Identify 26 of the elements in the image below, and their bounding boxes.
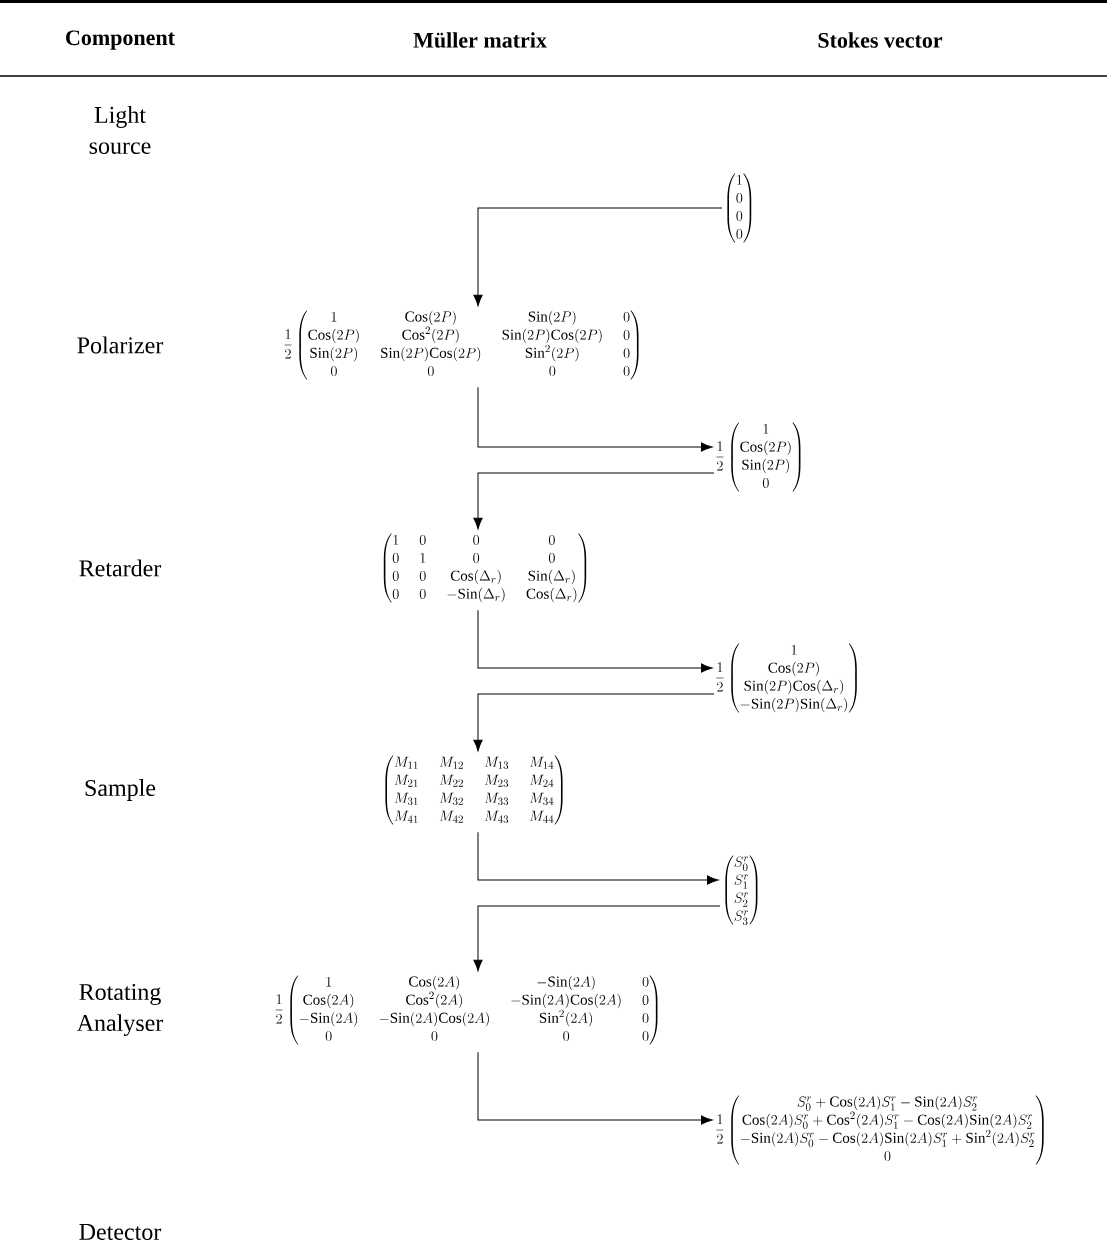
arrow — [473, 905, 721, 972]
mueller-matrix: $\begin{pmatrix}M_{11} & M_{12} & M_{13} & M_{14}\\ M_{21} & M_{22} & M_{23} & M_{24}\\ M_{31} & M_{32} & M_{33} & M_{34}\\ M_{41} & M_{42} & M_{43} & M_{44}\end{pmatrix}$ — [385, 755, 563, 825]
stokes-vector: $\frac{1}{2}\begin{pmatrix}1\\ \mathrm{Cos}(2P)\\ \mathrm{Sin}(2P)\mathrm{Cos}(\Delta_r)\\ -\mathrm{Sin}(2P)\mathrm{Sin}(\Delta_r)\end{pmatrix}$ — [716, 643, 857, 713]
arrow — [473, 207, 723, 307]
arrow — [477, 831, 719, 885]
arrow — [473, 693, 715, 752]
stokes-vector: $\begin{pmatrix}S_0^r\\ S_1^r\\ S_2^r\\ S_3^r\end{pmatrix}$ — [725, 855, 758, 925]
arrow — [477, 1051, 713, 1125]
stokes-vector: $\begin{pmatrix}1\\0\\0\\0\end{pmatrix}$ — [727, 173, 752, 243]
component-label: Sample — [85, 779, 156, 801]
column-header: Müller matrix — [413, 32, 547, 48]
component-label: Rotating Analyser — [76, 984, 164, 1037]
stokes-vector: $\frac{1}{2}\begin{pmatrix}S_0^r+\mathrm{Cos}(2A)S_1^r-\mathrm{Sin}(2A)S_2^r\\ \mathrm{Cos}(2A)S_0^r+\mathrm{Cos}^2(2A)S_1^r-\mathrm{Cos}(2A)\mathrm{Sin}(2A)S_2^r\\ -\mathrm{Sin}(2A)S_0^r-\mathrm{Cos}(2A)\mathrm{Sin}(2A)S_1^r+\mathrm{Sin}^2(2A)S_2^r\\ 0\end{pmatrix}$ — [716, 1095, 1044, 1165]
mueller-matrix: $\frac{1}{2}\begin{pmatrix}1 & \mathrm{Cos}(2P) & \mathrm{Sin}(2P) & 0\\ \mathrm{Cos}(2P) & \mathrm{Cos}^2(2P) & \mathrm{Sin}(2P)\mathrm{Cos}(2P) & 0\\ \mathrm{Sin}(2P) & \mathrm{Sin}(2P)\mathrm{Cos}(2P) & \mathrm{Sin}^2(2P) & 0\\ 0 & 0 & 0 & 0\end{pmatrix}$ — [284, 310, 639, 380]
stokes-vector: $\frac{1}{2}\begin{pmatrix}1\\ \mathrm{Cos}(2P)\\ \mathrm{Sin}(2P)\\ 0\end{pmatrix}$ — [716, 422, 801, 492]
arrow — [477, 609, 713, 673]
component-label: Retarder — [79, 559, 162, 577]
component-label: Light source — [89, 106, 151, 154]
component-label: Detector — [79, 1224, 162, 1240]
column-header: Stokes vector — [818, 32, 943, 48]
column-header: Component — [66, 30, 175, 50]
arrow — [473, 472, 715, 530]
arrow — [477, 386, 713, 452]
mueller-matrix: $\begin{pmatrix}1 & 0 & 0 & 0\\ 0 & 1 & 0 & 0\\ 0 & 0 & \mathrm{Cos}(\Delta_r) & \mathrm{Sin}(\Delta_r)\\ 0 & 0 & -\mathrm{Sin}(\Delta_r) & \mathrm{Cos}(\Delta_r)\end{pmatrix}$ — [383, 533, 587, 603]
component-label: Polarizer — [77, 336, 164, 354]
mueller-matrix: $\frac{1}{2}\begin{pmatrix}1 & \mathrm{Cos}(2A) & -\mathrm{Sin}(2A) & 0\\ \mathrm{Cos}(2A) & \mathrm{Cos}^2(2A) & -\mathrm{Sin}(2A)\mathrm{Cos}(2A) & 0\\ -\mathrm{Sin}(2A) & -\mathrm{Sin}(2A)\mathrm{Cos}(2A) & \mathrm{Sin}^2(2A) & 0\\ 0 & 0 & 0 & 0\end{pmatrix}$ — [275, 975, 658, 1045]
